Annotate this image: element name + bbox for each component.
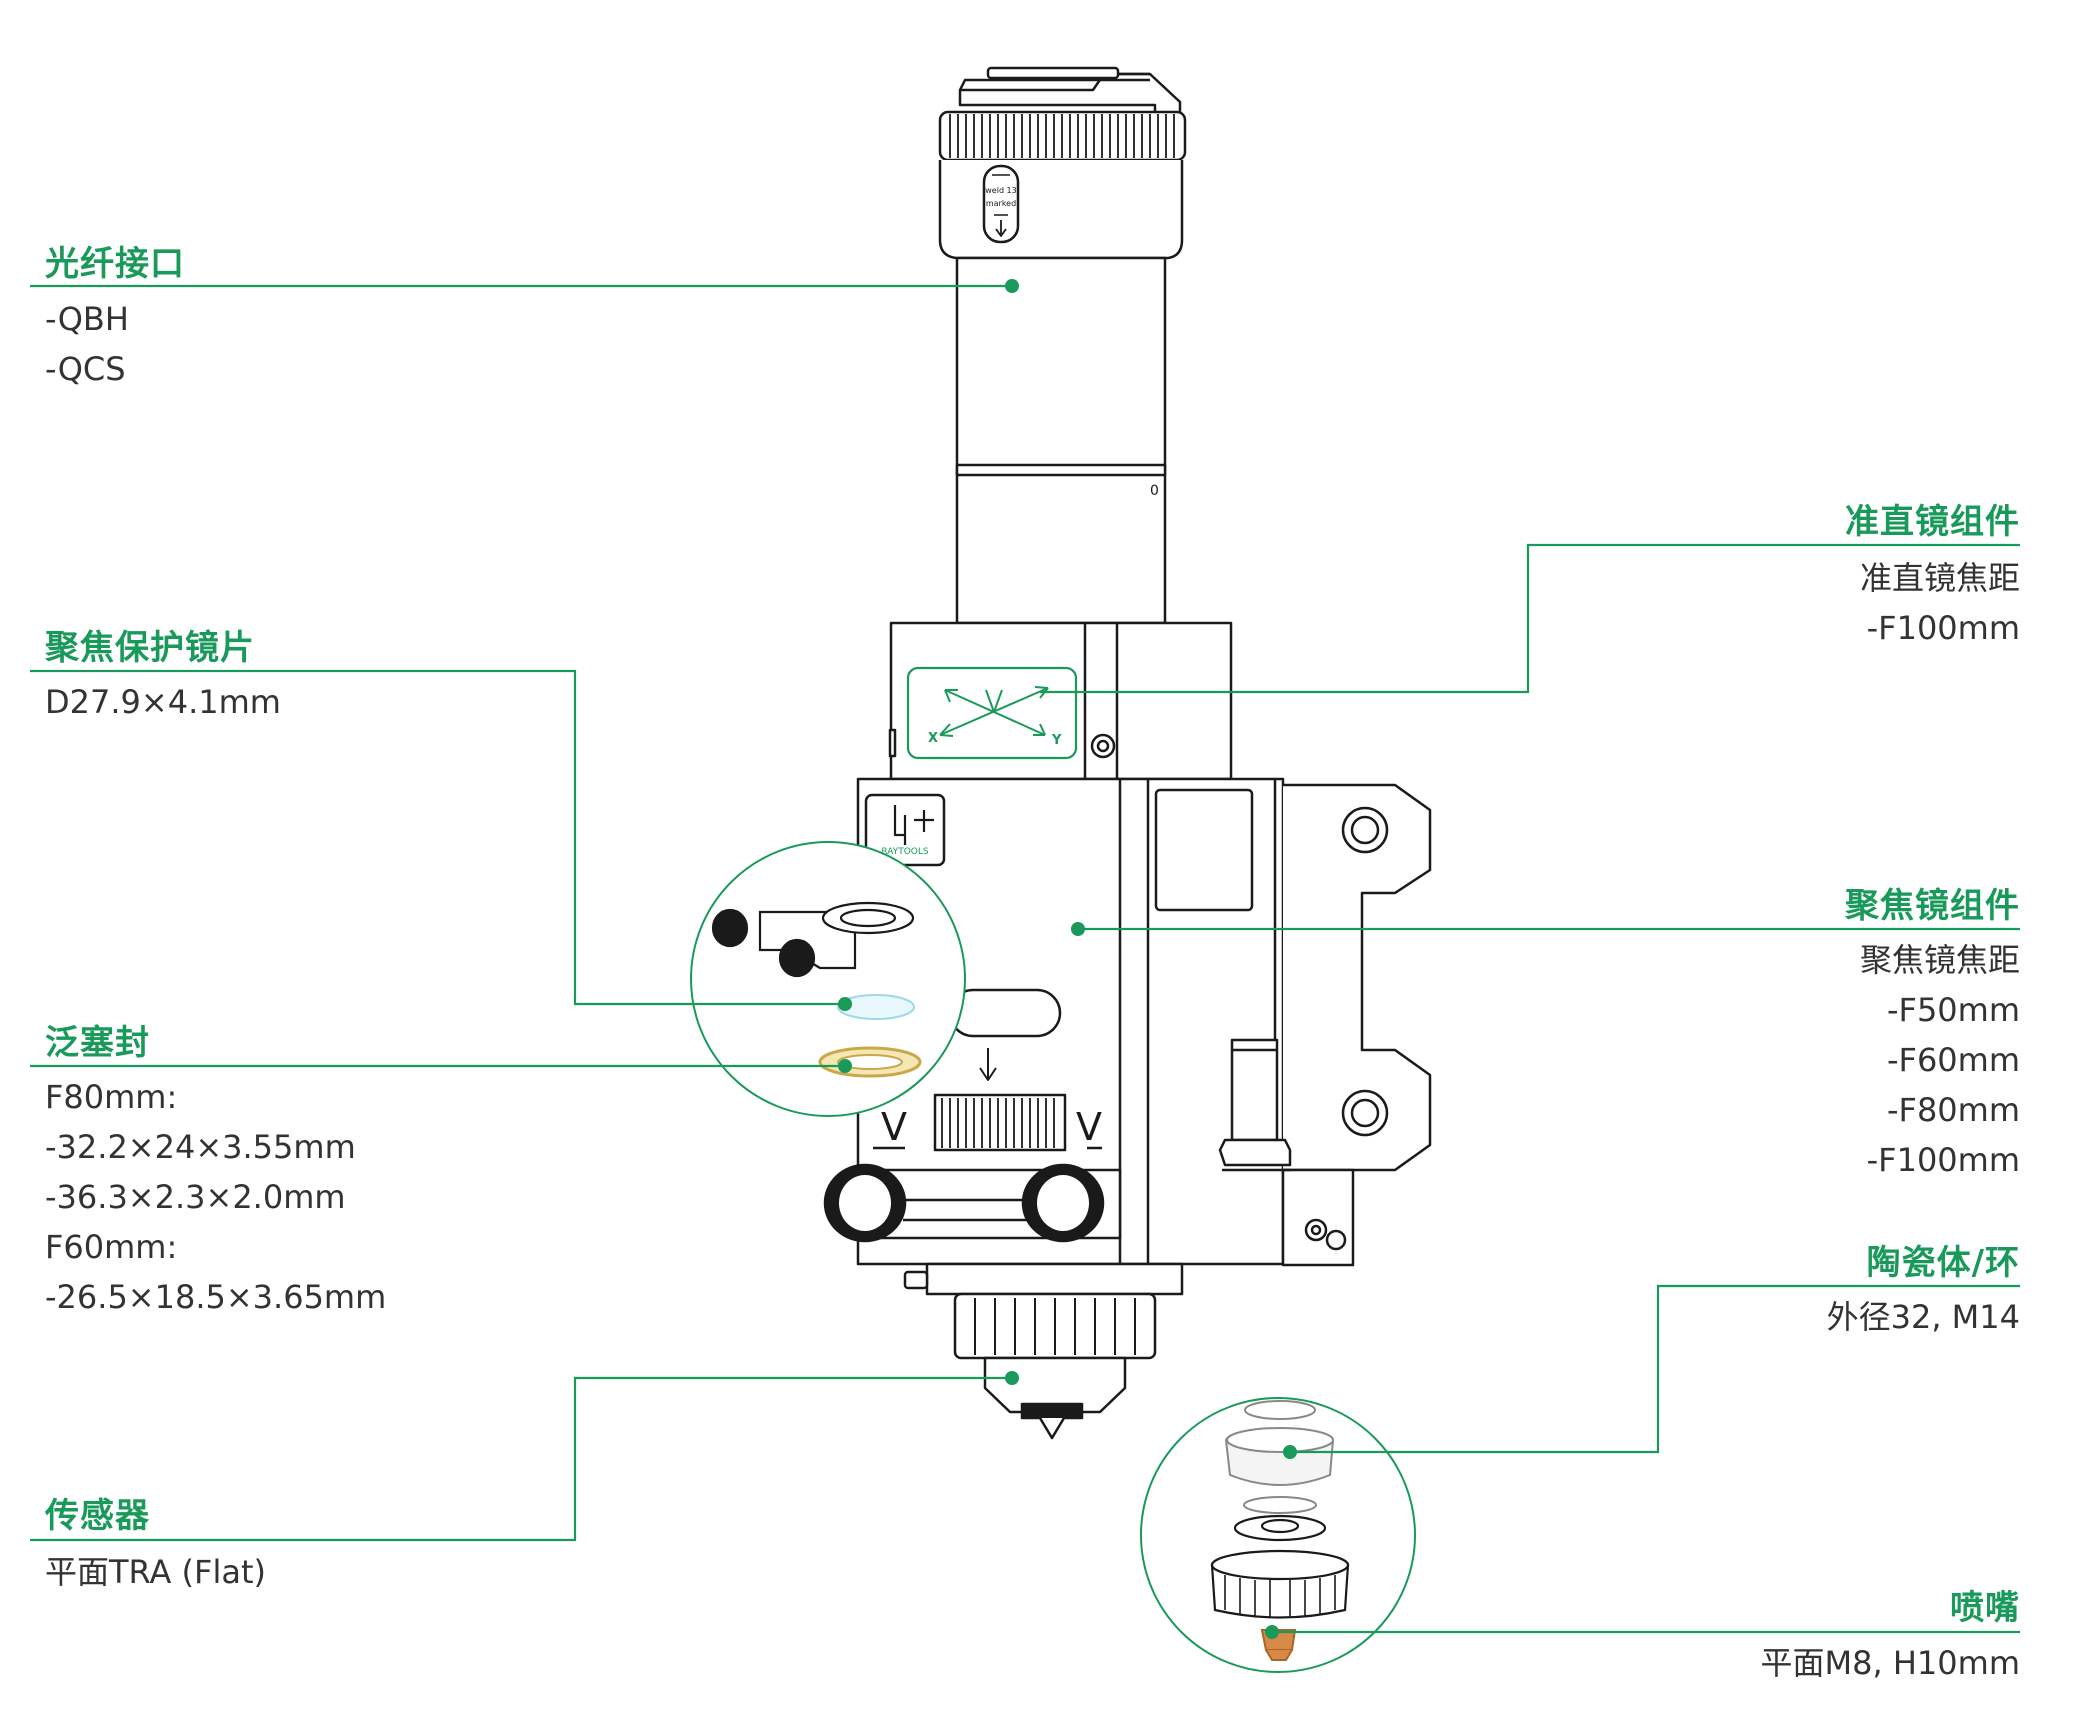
qbh-label-1: weld 13: [985, 186, 1017, 195]
collimator-housing: X Y: [888, 621, 1233, 781]
seal-specs: F80mm: -32.2×24×3.55mm -36.3×2.3×2.0mm F…: [45, 1072, 386, 1322]
axis-x-label: X: [928, 731, 938, 746]
collimator-title: 准直镜组件: [1845, 502, 2020, 542]
collimator-specs: 准直镜焦距 -F100mm: [1860, 553, 2020, 653]
seal-spec: -36.3×2.3×2.0mm: [45, 1178, 346, 1216]
leader-dots: [838, 279, 1297, 1639]
qbh-connector: weld 13 marked: [938, 66, 1187, 260]
leader-lines: [30, 284, 2020, 1634]
v-mark-right: V: [1076, 1105, 1102, 1149]
upper-tube: 0: [955, 256, 1167, 625]
focus-spec: -F50mm: [1886, 991, 2020, 1029]
mount-bracket: [1281, 783, 1432, 1267]
lower-flange: [903, 1262, 1184, 1440]
fiber-spec: -QCS: [45, 350, 126, 388]
nozzle-spec: 平面M8, H10mm: [1760, 1644, 2020, 1682]
detail-circle-protect: [690, 841, 966, 1117]
focus-spec: -F60mm: [1886, 1041, 2020, 1079]
focus-spec: -F80mm: [1886, 1091, 2020, 1129]
sensor-spec: 平面TRA (Flat): [45, 1553, 266, 1591]
nozzle-specs: 平面M8, H10mm: [1761, 1638, 2020, 1688]
seal-spec: F80mm:: [45, 1078, 178, 1116]
ceramic-specs: 外径32, M14: [1827, 1292, 2020, 1342]
ceramic-title: 陶瓷体/环: [1866, 1243, 2020, 1283]
thumb-knobs: [823, 1163, 1105, 1243]
sensor-specs: 平面TRA (Flat): [45, 1547, 266, 1597]
focus-specs: 聚焦镜焦距 -F50mm -F60mm -F80mm -F100mm: [1860, 935, 2020, 1185]
focus-title: 聚焦镜组件: [1845, 886, 2020, 926]
fiber-spec: -QBH: [45, 300, 129, 338]
v-mark-left: V: [881, 1105, 907, 1149]
svg-text:0: 0: [1150, 483, 1159, 499]
focus-spec: -F100mm: [1866, 1141, 2020, 1179]
brand-label: RAYTOOLS: [881, 847, 929, 857]
nozzle-title: 喷嘴: [1950, 1588, 2020, 1628]
fiber-specs: -QBH -QCS: [45, 294, 129, 394]
gas-fitting: [1218, 1038, 1292, 1172]
seal-title: 泛塞封: [45, 1023, 150, 1063]
fiber-title: 光纤接口: [45, 244, 185, 284]
knurled-ring: [949, 114, 1175, 158]
protect-lens-spec: D27.9×4.1mm: [45, 683, 281, 721]
collimator-spec: -F100mm: [1866, 609, 2020, 647]
protect-lens-title: 聚焦保护镜片: [45, 628, 255, 668]
axis-y-label: Y: [1051, 733, 1062, 748]
seal-spec: F60mm:: [45, 1228, 178, 1266]
seal-spec: -26.5×18.5×3.65mm: [45, 1278, 387, 1316]
protect-lens-specs: D27.9×4.1mm: [45, 677, 281, 727]
collimator-spec: 准直镜焦距: [1859, 559, 2020, 597]
ceramic-spec: 外径32, M14: [1826, 1298, 2020, 1336]
seal-spec: -32.2×24×3.55mm: [45, 1128, 356, 1166]
focus-knurl: [941, 1098, 1055, 1148]
qbh-label-2: marked: [986, 199, 1016, 208]
sensor-title: 传感器: [45, 1496, 150, 1536]
focus-spec: 聚焦镜焦距: [1859, 941, 2020, 979]
